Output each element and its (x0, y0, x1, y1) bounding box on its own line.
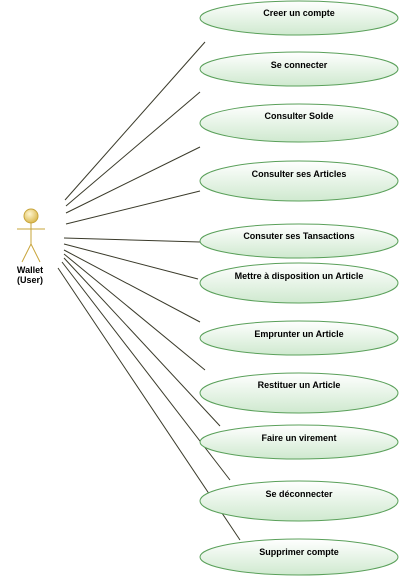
use-case-label: Se connecter (271, 60, 328, 70)
use-case-ellipse[interactable] (199, 262, 399, 304)
use-case[interactable]: Faire un virement (199, 424, 399, 460)
use-case-ellipse[interactable] (199, 51, 399, 87)
use-case-ellipse[interactable] (199, 103, 399, 143)
actor-role: (User) (16, 275, 43, 285)
actor-left-leg (21, 243, 32, 263)
use-case-label: Supprimer compte (259, 547, 339, 557)
use-case[interactable]: Consuter ses Tansactions (199, 223, 399, 259)
use-case-ellipse[interactable] (199, 480, 399, 522)
actor-right-leg (30, 243, 41, 263)
use-case[interactable]: Se déconnecter (199, 480, 399, 522)
use-case-ellipse[interactable] (199, 223, 399, 259)
association-line (63, 253, 206, 371)
association-line (65, 91, 201, 207)
use-case-label: Creer un compte (263, 8, 335, 18)
use-case-label: Emprunter un Article (254, 329, 343, 339)
use-case-ellipse[interactable] (199, 160, 399, 202)
use-case[interactable]: Mettre à disposition un Article (199, 262, 399, 304)
use-case[interactable]: Emprunter un Article (199, 320, 399, 356)
association-line (63, 257, 221, 427)
use-case[interactable]: Supprimer compte (199, 538, 399, 576)
use-case-label: Restituer un Article (258, 380, 341, 390)
use-case-label: Consulter ses Articles (252, 169, 347, 179)
association-line (63, 249, 201, 323)
association-line (63, 237, 201, 243)
actor-name: Wallet (16, 265, 44, 275)
association-line (65, 146, 201, 214)
use-case-ellipse[interactable] (199, 320, 399, 356)
use-case-ellipse[interactable] (199, 424, 399, 460)
actor-stick-figure[interactable] (17, 208, 45, 263)
use-case-label: Se déconnecter (265, 489, 333, 499)
use-case-label: Consulter Solde (264, 111, 333, 121)
use-case[interactable]: Creer un compte (199, 0, 399, 36)
use-case[interactable]: Restituer un Article (199, 372, 399, 414)
association-line (63, 243, 199, 280)
use-case-label: Faire un virement (261, 433, 336, 443)
use-case[interactable]: Se connecter (199, 51, 399, 87)
association-line (65, 190, 201, 225)
use-case[interactable]: Consulter ses Articles (199, 160, 399, 202)
use-case-label: Mettre à disposition un Article (235, 271, 364, 281)
actor-head (23, 208, 39, 224)
use-case-ellipse[interactable] (199, 372, 399, 414)
use-case-ellipse[interactable] (199, 0, 399, 36)
use-case[interactable]: Consulter Solde (199, 103, 399, 143)
use-case-label: Consuter ses Tansactions (243, 231, 354, 241)
use-case-ellipse[interactable] (199, 538, 399, 576)
association-line (64, 41, 206, 201)
